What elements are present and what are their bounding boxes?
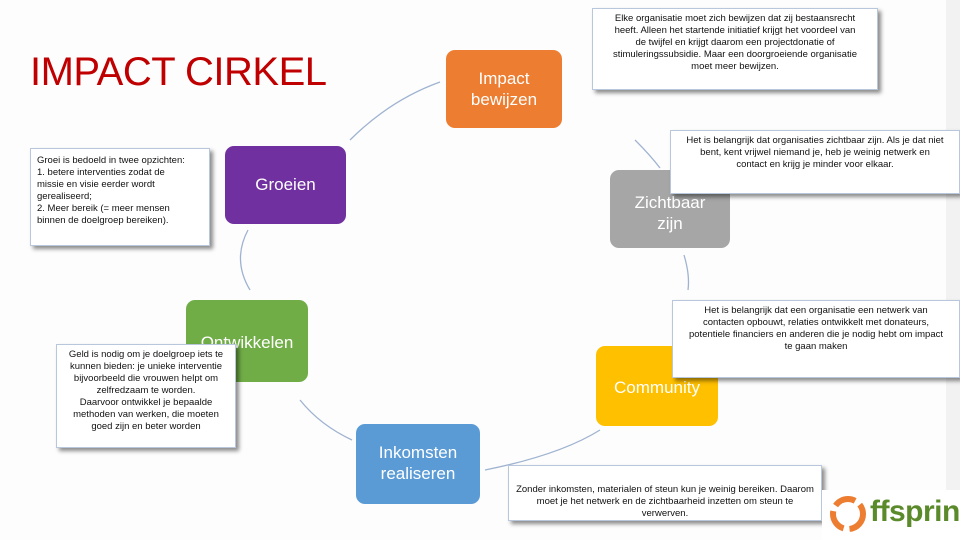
callout-line: goed zijn en beter worden [91,421,201,432]
node-community: Community [596,346,718,426]
callout-line: de twijfel en krijgt daarom een projectd… [635,37,835,48]
callout-ontwikkelen: Geld is nodig om je doelgroep iets te ku… [56,344,236,448]
callout-line: Zonder inkomsten, materialen of steun ku… [516,484,814,495]
callout-line: bent, kent vrijwel niemand je, heb je we… [700,147,930,158]
callout-line: bijvoorbeeld die vrouwen helpt om [73,373,219,384]
node-impact-bewijzen: Impact bewijzen [446,50,562,128]
node-label: Inkomsten [378,443,458,462]
arc-groeien-impact [349,81,441,141]
node-label: realiseren [380,464,456,483]
callout-groeien: Groei is bedoeld in twee opzichten: 1. b… [30,148,210,246]
node-inkomsten-realiseren: Inkomsten realiseren [356,424,480,504]
node-groeien: Groeien [225,146,346,224]
arc-inkomsten-ontwikkelen [299,399,353,441]
callout-line: gerealiseerd; [37,191,92,202]
node-label: Impact [478,69,530,88]
callout-line: kunnen bieden: je unieke interventie [69,361,223,372]
node-label: Zichtbaar [634,193,706,212]
callout-line: binnen de doelgroep bereiken). [37,215,169,226]
logo-circle-icon [830,496,866,532]
arc-ontwikkelen-groeien [239,229,251,291]
callout-line: Elke organisatie moet zich bewijzen dat … [614,13,856,24]
callout-zichtbaar: Het is belangrijk dat organisaties zicht… [670,130,960,194]
callout-line: 2. Meer bereik (= meer mensen [37,203,170,214]
callout-line: contact en krijg je minder voor elkaar. [736,159,894,170]
node-label: Groeien [255,175,316,194]
callout-line: Het is belangrijk dat organisaties zicht… [686,135,944,146]
callout-line: zelfredzaam te worden. [96,385,196,396]
callout-line: te gaan maken [784,341,848,352]
callout-line: heeft. Alleen het startende initiatief k… [614,25,856,36]
callout-line: Het is belangrijk dat een organisatie ee… [704,305,928,316]
callout-line: Geld is nodig om je doelgroep iets te [68,349,224,360]
page-title: IMPACT CIRKEL [30,50,327,94]
arc-impact-zichtbaar [634,139,661,169]
callout-impact: Elke organisatie moet zich bewijzen dat … [592,8,878,90]
callout-line: Groei is bedoeld in twee opzichten: [37,155,185,166]
callout-line: methoden van werken, die moeten [73,409,219,420]
callout-community: Het is belangrijk dat een organisatie ee… [672,300,960,378]
callout-line: missie en visie eerder wordt [37,179,155,190]
callout-inkomsten: Zonder inkomsten, materialen of steun ku… [508,465,822,521]
node-label: bewijzen [470,90,538,109]
callout-line: Daarvoor ontwikkel je bepaalde [79,397,213,408]
callout-line: moet je het netwerk en de zichtbaarheid … [536,496,794,519]
callout-line: stimuleringssubsidie. Maar een doorgroei… [613,49,857,60]
callout-line: 1. betere interventies zodat de [37,167,165,178]
callout-line: moet meer bewijzen. [691,61,779,72]
arc-community-inkomsten [484,429,601,471]
node-label: Community [614,378,700,397]
node-label: zijn [657,214,683,233]
arc-zichtbaar-community [683,254,690,291]
callout-line: contacten opbouwt, relaties ontwikkelt m… [702,317,929,328]
offspring-logo: ffspring [822,490,960,540]
callout-line: potentiele financiers en anderen die je … [688,329,944,340]
logo-text: ffspring [870,495,960,528]
